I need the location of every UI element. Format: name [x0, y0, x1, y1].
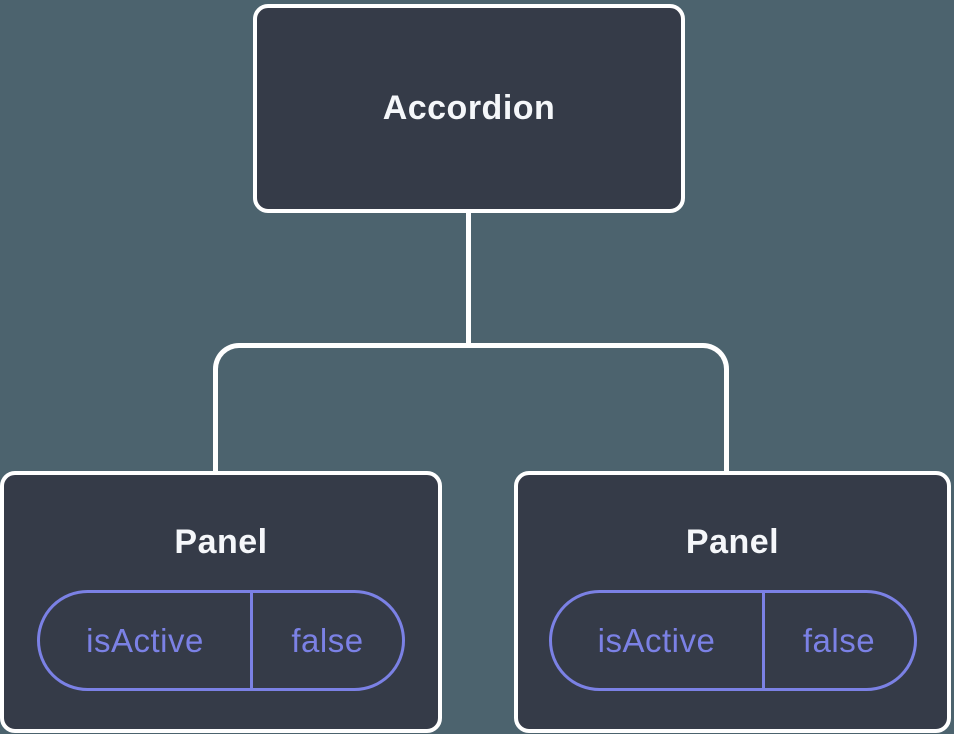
connector-branch-bracket	[213, 343, 729, 475]
component-node-accordion: Accordion	[253, 4, 685, 213]
state-pill-left: isActive false	[37, 590, 405, 691]
panel-left-label: Panel	[174, 523, 268, 561]
state-pill-right: isActive false	[548, 590, 917, 691]
state-value-left: false	[291, 621, 364, 659]
state-key-right: isActive	[552, 593, 765, 688]
state-key-left: isActive	[40, 593, 253, 688]
component-node-panel-right: Panel isActive false	[514, 471, 951, 733]
component-node-panel-left: Panel isActive false	[0, 471, 442, 733]
state-value-right: false	[802, 621, 876, 659]
panel-right-label: Panel	[685, 523, 780, 561]
connector-root-stem	[466, 210, 471, 346]
accordion-node-label: Accordion	[382, 89, 556, 127]
